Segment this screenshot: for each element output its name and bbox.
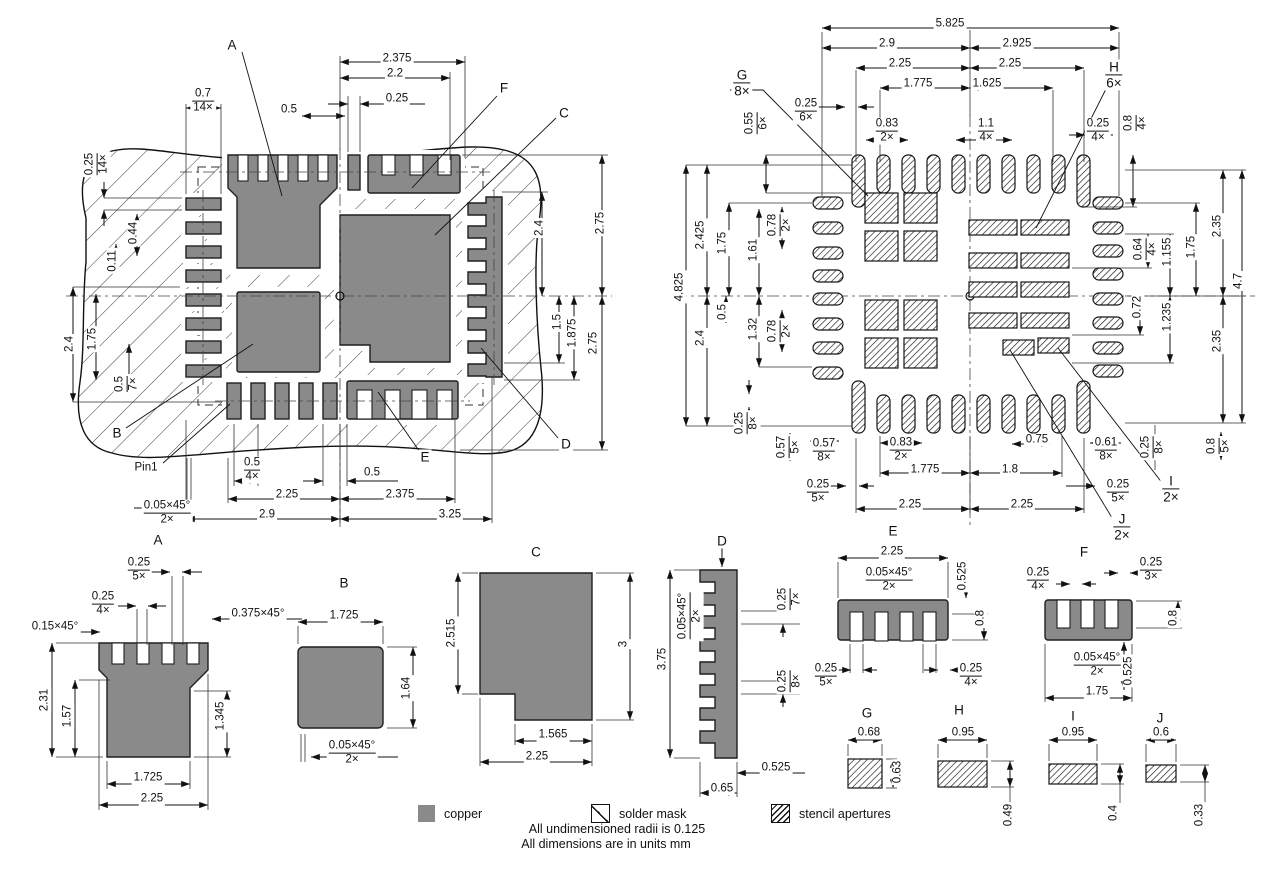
detail-I-shape bbox=[1048, 763, 1098, 785]
legend-stencil: stencil apertures bbox=[771, 804, 891, 823]
stencil-apertures bbox=[812, 154, 1124, 434]
solder-mask-swatch-icon bbox=[591, 804, 610, 823]
detail-G-shape bbox=[847, 758, 883, 789]
legend-copper: copper bbox=[418, 805, 482, 822]
legend-solder-mask-label: solder mask bbox=[619, 806, 687, 821]
detail-H-shape bbox=[937, 760, 988, 788]
copper-mask-view bbox=[66, 51, 612, 527]
note-units: All dimensions are in units mm bbox=[521, 837, 691, 851]
detail-D-shape bbox=[699, 569, 738, 759]
pad-A bbox=[227, 154, 338, 269]
detail-views bbox=[30, 548, 1209, 822]
pad-B bbox=[236, 291, 321, 373]
detail-B-shape bbox=[297, 646, 384, 729]
copper-pads bbox=[185, 154, 503, 420]
pad-top-small bbox=[347, 154, 361, 191]
origin-mark bbox=[335, 291, 345, 301]
pad-E bbox=[346, 380, 459, 420]
legend-solder-mask: solder mask bbox=[591, 804, 686, 823]
detail-A-shape bbox=[98, 642, 209, 758]
note-radii: All undimensioned radii is 0.125 bbox=[528, 822, 706, 836]
detail-E-shape bbox=[837, 599, 949, 641]
pad-C bbox=[339, 214, 451, 363]
pad-D bbox=[467, 196, 503, 378]
detail-J-shape bbox=[1145, 764, 1177, 783]
legend-copper-label: copper bbox=[444, 806, 483, 821]
leaders-left-view bbox=[125, 51, 559, 464]
stencil-view bbox=[675, 24, 1255, 525]
legend-stencil-label: stencil apertures bbox=[799, 806, 891, 821]
stencil-swatch-icon bbox=[771, 804, 790, 823]
copper-swatch-icon bbox=[418, 805, 435, 822]
detail-C-shape bbox=[479, 572, 593, 721]
dimensions-stencil-view bbox=[682, 24, 1246, 513]
